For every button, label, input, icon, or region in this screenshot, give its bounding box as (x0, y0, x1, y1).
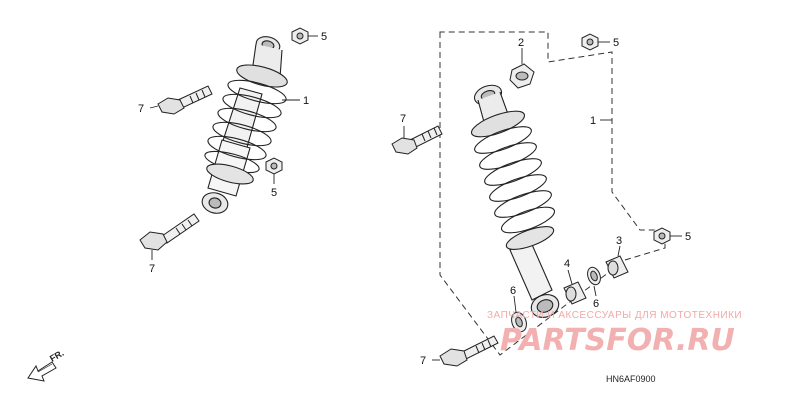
right-seal-left (511, 311, 527, 333)
callout-left-5-top: 5 (321, 31, 327, 43)
callout-right-7-bottom: 7 (420, 355, 426, 367)
right-mid-bolt (391, 125, 443, 155)
left-top-nut (291, 27, 309, 45)
right-top-nut (581, 33, 599, 51)
watermark: ЗАПЧАСТИ И АКСЕССУАРЫ ДЛЯ МОТОТЕХНИКИ PA… (487, 310, 742, 358)
callout-right-3: 3 (616, 235, 622, 247)
watermark-tagline: ЗАПЧАСТИ И АКСЕССУАРЫ ДЛЯ МОТОТЕХНИКИ (487, 310, 742, 321)
leader-lines (149, 35, 682, 361)
callout-right-1: 1 (590, 115, 596, 127)
callout-right-5-mid: 5 (685, 231, 691, 243)
front-direction-indicator: FR. (27, 348, 66, 382)
right-assembly-outline (439, 31, 666, 356)
callout-right-7-mid: 7 (400, 113, 406, 125)
callout-right-4: 4 (564, 258, 570, 270)
diagram-code: HN6AF0900 (606, 374, 656, 384)
left-shock-absorber (201, 36, 288, 214)
callout-right-6-right: 6 (593, 298, 599, 310)
left-top-bolt (157, 85, 213, 115)
right-collar (605, 255, 629, 279)
callout-left-7-top: 7 (138, 103, 144, 115)
right-bottom-bolt (439, 335, 499, 367)
callout-left-5-mid: 5 (271, 187, 277, 199)
left-bottom-bolt (139, 213, 200, 251)
callout-left-7-bottom: 7 (149, 263, 155, 275)
callout-right-5-top: 5 (613, 37, 619, 49)
callout-labels: 5 1 7 5 7 2 5 7 1 3 5 4 6 6 7 (138, 31, 691, 367)
left-mid-nut (265, 157, 283, 175)
right-mid-nut (653, 227, 671, 245)
right-lower-bushing (563, 281, 587, 305)
front-arrow-icon (27, 361, 57, 382)
right-upper-bushing (509, 63, 535, 89)
right-seal-right (587, 266, 601, 286)
right-shock-absorber (470, 84, 560, 318)
callout-right-6-left: 6 (510, 285, 516, 297)
callout-left-1: 1 (303, 95, 309, 107)
watermark-logo: PARTSFOR.RU (500, 323, 735, 358)
front-direction-label: FR. (48, 348, 66, 364)
callout-right-2: 2 (518, 37, 524, 49)
